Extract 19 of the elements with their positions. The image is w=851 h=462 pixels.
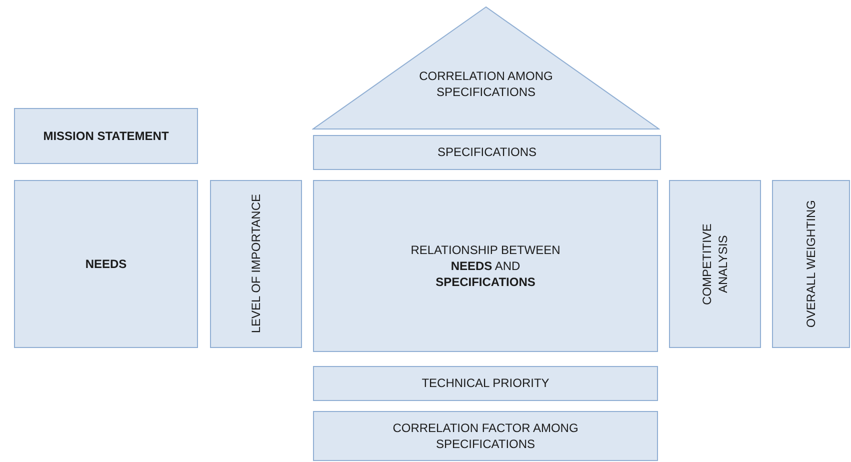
section-label: RELATIONSHIP BETWEEN NEEDS AND SPECIFICATIONS	[410, 242, 562, 290]
section-box	[14, 108, 198, 164]
section-box	[313, 411, 658, 461]
section-box	[313, 180, 658, 352]
section-label: NEEDS	[85, 256, 127, 272]
section-label: OVERALL WEIGHTING	[802, 200, 819, 328]
section-label: CORRELATION FACTOR AMONG SPECIFICATIONS	[392, 420, 580, 452]
section-label: TECHNICAL PRIORITY	[422, 375, 550, 392]
section-box	[14, 180, 198, 348]
section-box	[772, 180, 850, 348]
section-box	[210, 180, 302, 348]
section-label: LEVEL OF IMPORTANCE	[248, 194, 264, 334]
section-box	[313, 366, 658, 401]
section-label: COMPETITIVE ANALYSIS	[698, 222, 731, 307]
section-box	[313, 135, 661, 170]
section-label: MISSION STATEMENT	[43, 128, 169, 144]
section-label: CORRELATION AMONG SPECIFICATIONS	[418, 68, 554, 100]
section-label: SPECIFICATIONS	[437, 144, 537, 161]
section-box	[669, 180, 761, 348]
